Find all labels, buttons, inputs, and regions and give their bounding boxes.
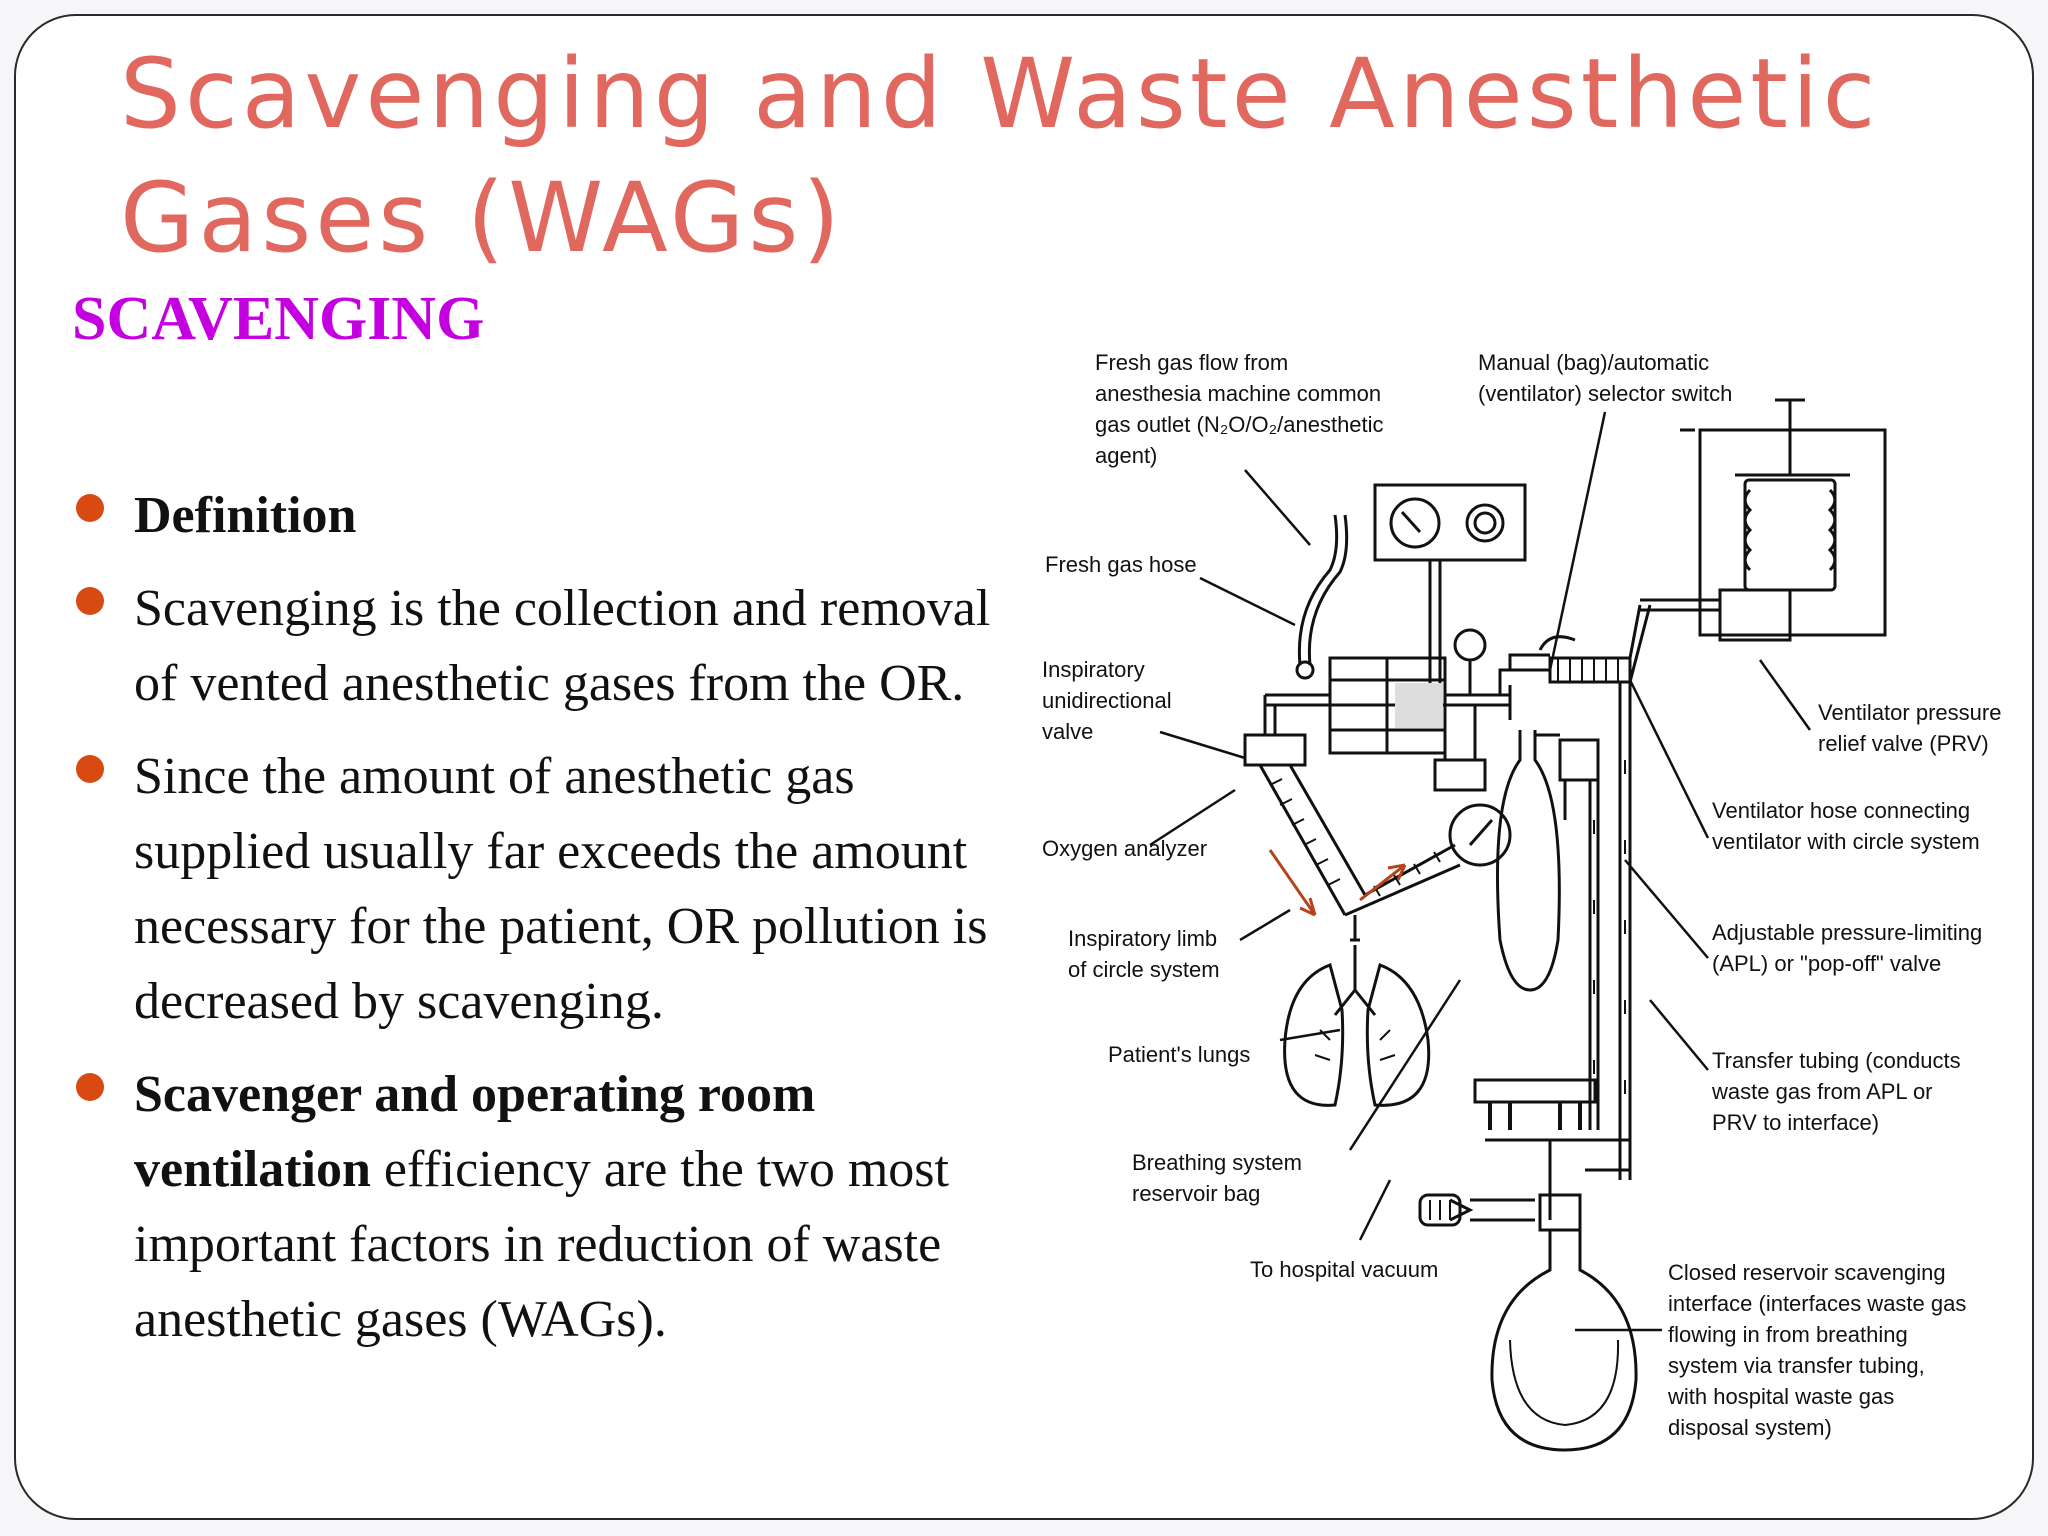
bullet-icon [76,1073,104,1101]
expiratory-limb-tube [1344,843,1461,917]
bullet-text: Since the amount of anesthetic gas suppl… [134,748,988,1030]
selector-switch-icon [1498,635,1576,695]
label-apl-valve: Adjustable pressure-limiting (APL) or "p… [1712,920,1988,976]
machine-gauges-icon [1373,483,1527,685]
slide-frame [14,14,2034,1520]
label-reservoir-bag: Breathing system reservoir bag [1132,1150,1308,1206]
bullet-item: Scavenger and operating room ventilation… [72,1057,1032,1357]
bullet-item: Definition [72,478,1032,553]
bullet-text: efficiency are the two most important fa… [134,1141,949,1348]
bullet-text: Scavenging is the collection and removal… [134,580,991,712]
label-closed-interface: Closed reservoir scavenging interface (i… [1667,1260,1973,1440]
label-ventilator-hose: Ventilator hose connecting ventilator wi… [1712,798,1980,854]
flow-arrow-inspiratory-icon [1268,849,1317,917]
ventilator-hose-tube [1548,656,1632,684]
label-hospital-vacuum: To hospital vacuum [1250,1257,1438,1282]
fresh-gas-hose [1297,514,1349,666]
co2-absorber-icon [1328,656,1447,755]
slide-title: Scavenging and Waste Anesthetic Gases (W… [120,38,1880,274]
label-ventilator-prv: Ventilator pressure relief valve (PRV) [1818,700,2008,756]
section-heading: SCAVENGING [72,285,485,353]
inspiratory-valve-icon [1243,733,1307,767]
bullet-item: Since the amount of anesthetic gas suppl… [72,739,1032,1039]
bullet-icon [76,755,104,783]
pressure-gauge-icon [1453,628,1487,662]
lungs-icon [1283,945,1431,1107]
reservoir-bag-icon [1496,730,1561,992]
expiratory-gauge-icon [1448,803,1512,867]
flow-arrow-expiratory-icon [1359,863,1407,902]
scavenging-system-diagram: Fresh gas flow from anesthesia machine c… [1042,350,2008,1452]
label-fresh-gas-flow: Fresh gas flow from anesthesia machine c… [1095,350,1390,468]
bullet-text: Definition [134,487,357,544]
bullet-icon [76,494,104,522]
ventilator-icon [1640,398,1887,642]
label-patients-lungs: Patient's lungs [1108,1042,1250,1067]
bullet-list: Definition Scavenging is the collection … [72,478,1032,1375]
scavenging-interface-icon [1418,1078,1632,1232]
label-transfer-tubing: Transfer tubing (conducts waste gas from… [1711,1048,1967,1135]
bullet-bold-text: Scavenger and operating room ventilation [134,1066,816,1198]
bullet-item: Scavenging is the collection and removal… [72,571,1032,721]
label-selector-switch: Manual (bag)/automatic (ventilator) sele… [1478,350,1732,406]
transfer-tubing [1588,682,1632,1180]
bullet-icon [76,587,104,615]
expiratory-valve-icon [1433,758,1487,792]
label-inspiratory-valve: Inspiratory unidirectional valve [1042,657,1178,744]
leader-lines [1149,411,1812,1332]
label-inspiratory-limb: Inspiratory limb of circle system [1068,926,1223,982]
label-oxygen-analyzer: Oxygen analyzer [1042,836,1207,861]
inspiratory-limb-tube [1258,764,1367,916]
label-fresh-gas-hose: Fresh gas hose [1045,552,1197,577]
circle-connector [1265,685,1512,720]
apl-valve-icon [1558,738,1600,782]
hose-connector [1295,660,1315,680]
closed-reservoir-bag-icon [1490,1230,1638,1452]
